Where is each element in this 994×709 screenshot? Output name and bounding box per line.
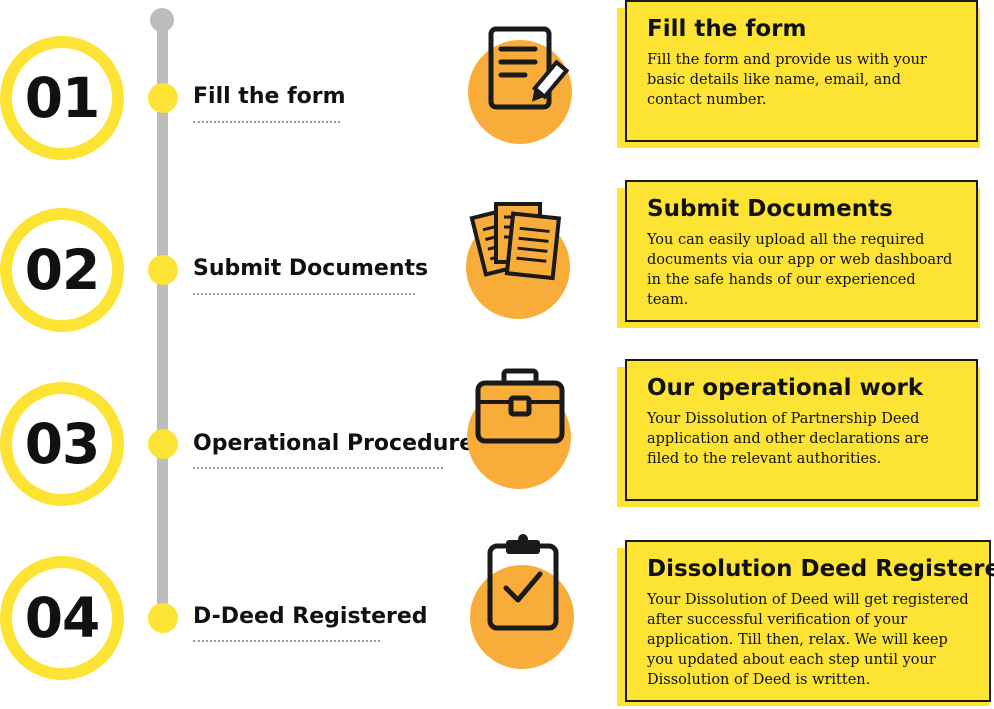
step-number-ring: 02 (0, 208, 124, 332)
step-label: Fill the form (193, 84, 346, 109)
card-title: Our operational work (647, 375, 924, 401)
step-card: Our operational work Your Dissolution of… (625, 359, 978, 501)
step-card: Fill the form Fill the form and provide … (625, 0, 978, 142)
step-number: 02 (24, 238, 101, 302)
step-label: Submit Documents (193, 256, 429, 281)
step-number: 04 (24, 586, 101, 650)
label-underline (193, 121, 340, 123)
timeline-dot (148, 603, 178, 633)
step-number: 03 (24, 412, 101, 476)
briefcase-icon (475, 368, 565, 444)
timeline-dot (148, 255, 178, 285)
step-card: Dissolution Deed Registered Your Dissolu… (625, 540, 994, 702)
timeline-line (157, 14, 168, 608)
documents-icon (469, 202, 562, 281)
step-number: 01 (24, 66, 101, 130)
card-title: Fill the form (647, 16, 807, 42)
step-number-ring: 01 (0, 36, 124, 160)
card-title: Dissolution Deed Registered (647, 556, 994, 582)
timeline-dot (148, 83, 178, 113)
form-pencil-icon (488, 26, 570, 110)
card-description: Your Dissolution of Deed will get regist… (647, 592, 969, 688)
icon-circle (468, 40, 572, 144)
label-underline (193, 640, 380, 642)
clipboard-check-icon (487, 534, 559, 631)
step-number-ring: 03 (0, 382, 124, 506)
card-description: Fill the form and provide us with your b… (647, 52, 927, 108)
label-underline (193, 293, 415, 295)
card-description: Your Dissolution of Partnership Deed app… (647, 411, 929, 467)
label-underline (193, 467, 443, 469)
step-label: D-Deed Registered (193, 604, 428, 629)
timeline-dot (148, 429, 178, 459)
timeline-start-cap (150, 8, 174, 32)
step-label: Operational Procedure (193, 431, 475, 456)
step-number-ring: 04 (0, 556, 124, 680)
card-description: You can easily upload all the required d… (647, 232, 953, 308)
card-title: Submit Documents (647, 196, 893, 222)
step-card: Submit Documents You can easily upload a… (625, 180, 978, 322)
